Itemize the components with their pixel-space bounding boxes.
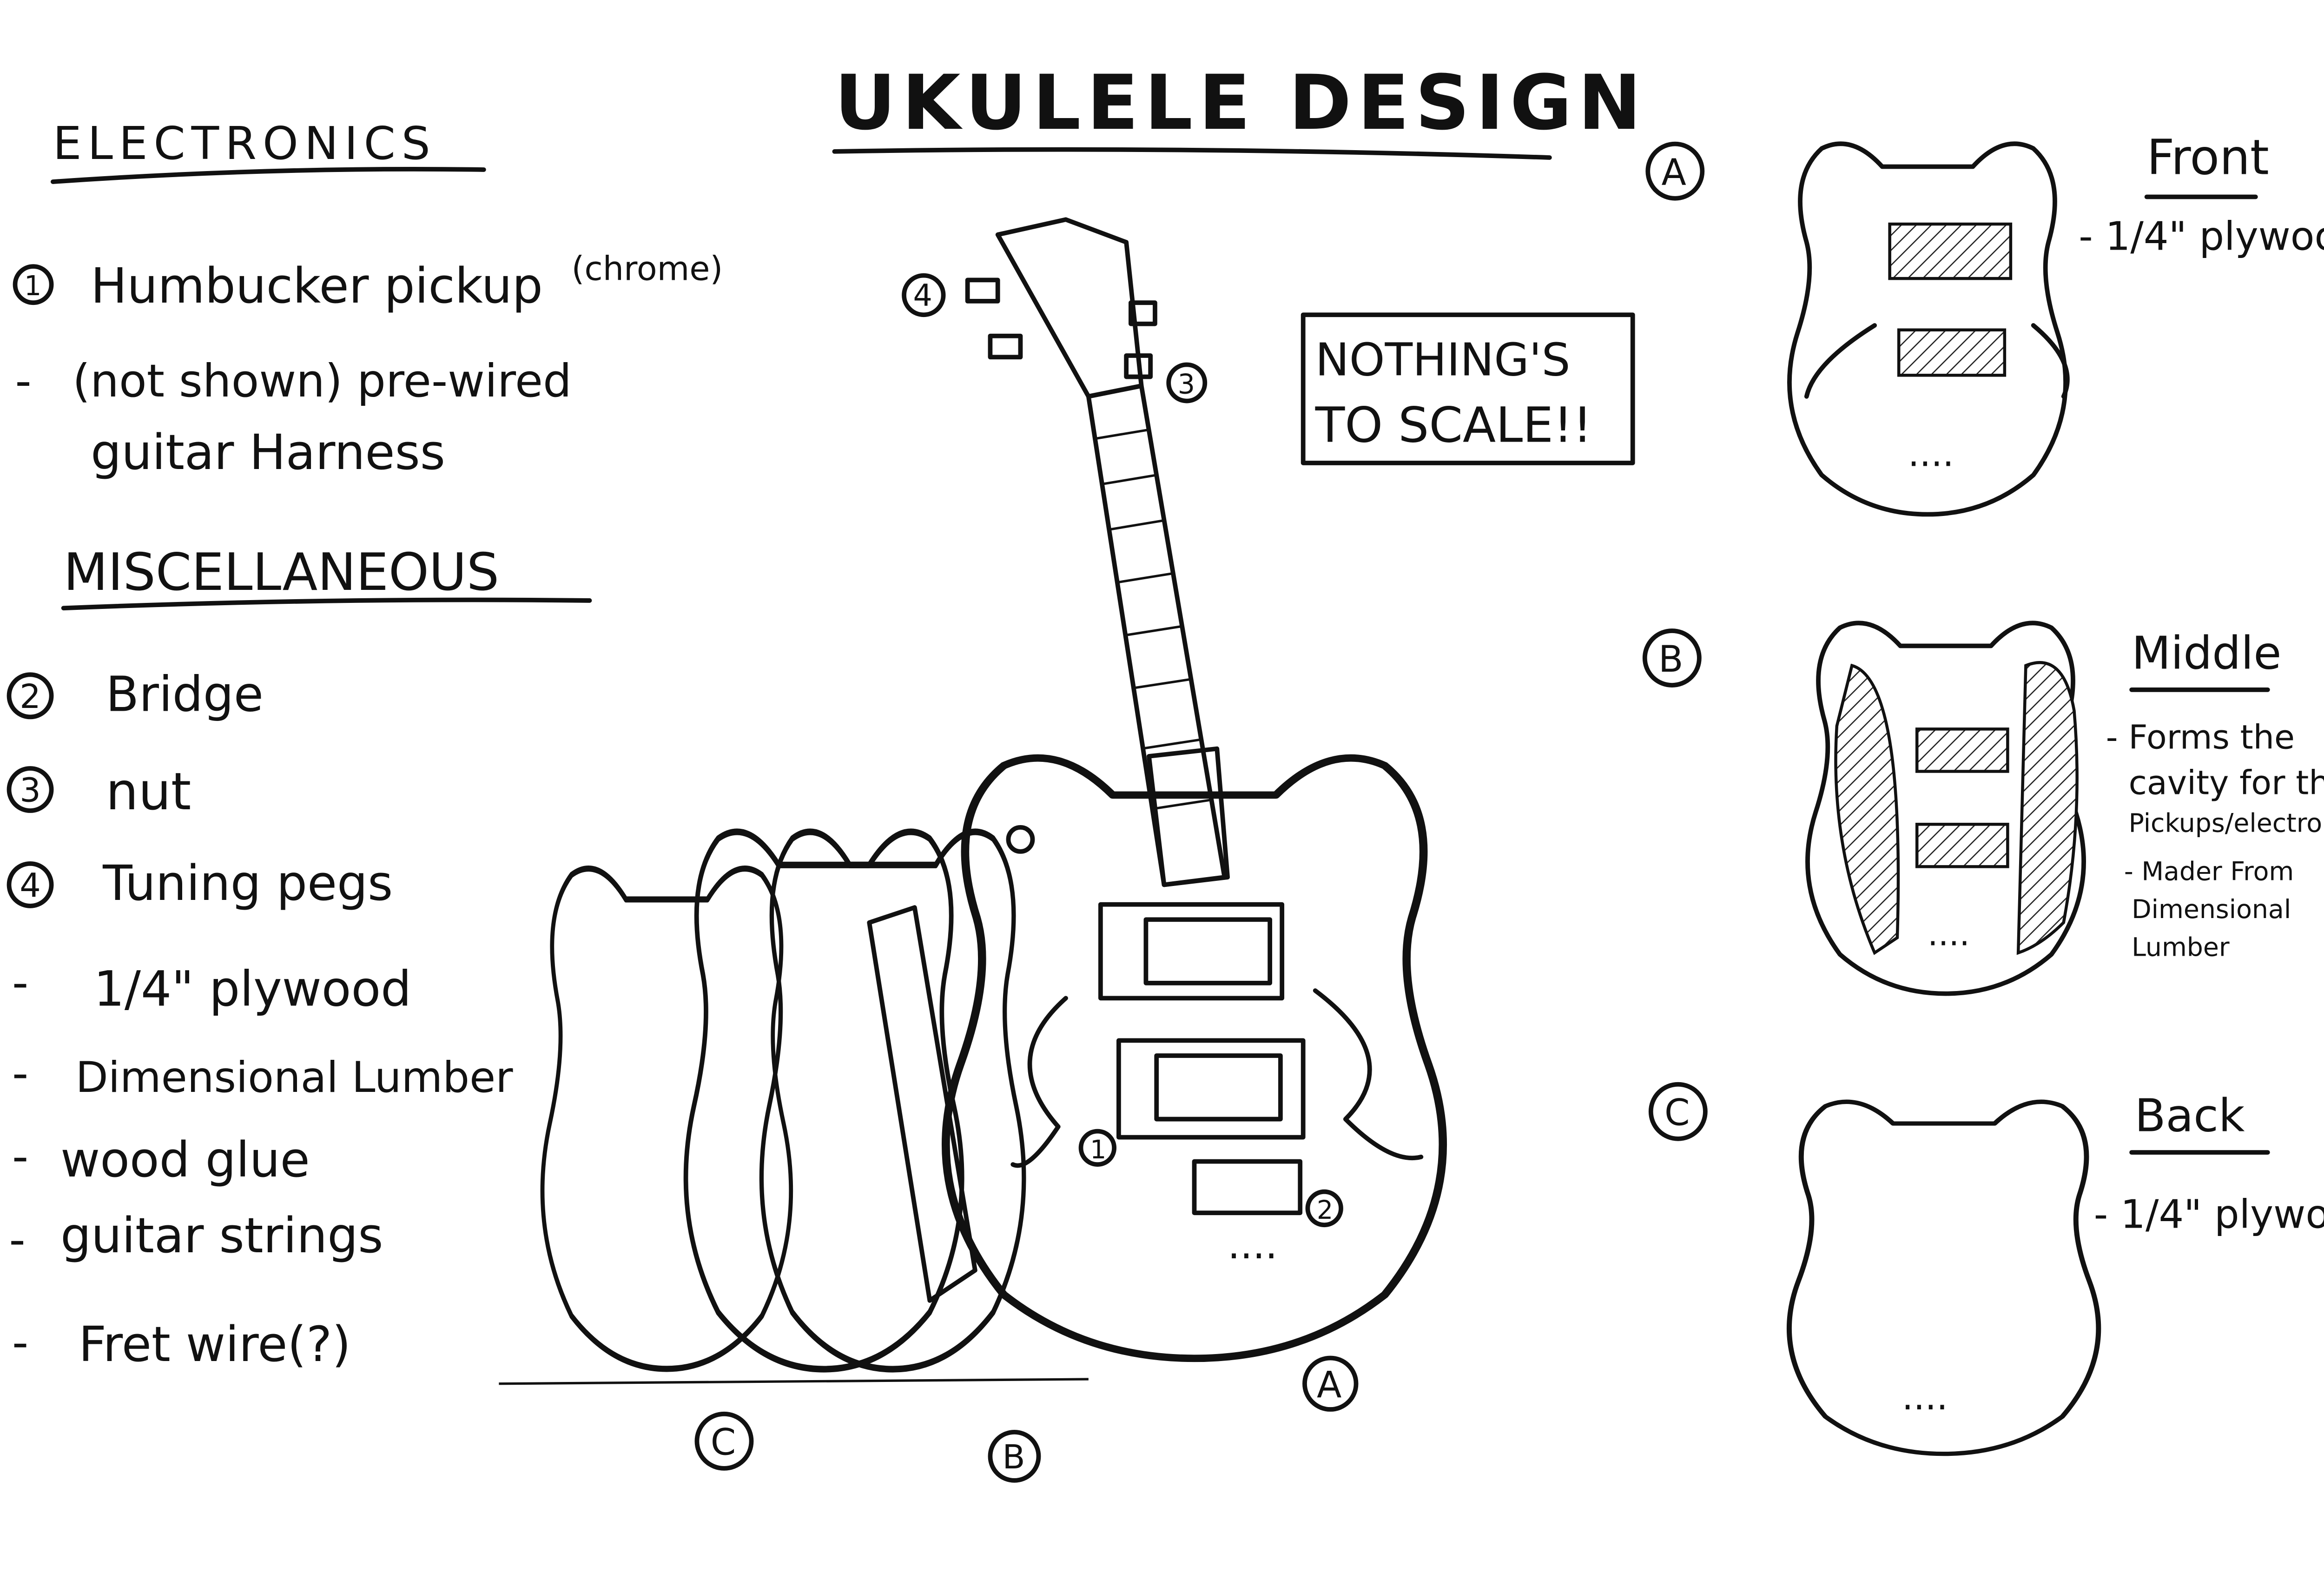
guitar-illustration: .... — [499, 217, 1443, 1385]
item-text: Fret wire(?) — [79, 1316, 351, 1373]
layer-dots: .... — [1928, 915, 1970, 953]
layer-name: Front — [2147, 129, 2269, 186]
callout-markers: 4 3 1 2 A B C — [694, 273, 1359, 1483]
item-marker: - — [15, 355, 32, 408]
layer-note: Dimensional — [2132, 895, 2291, 925]
humbucker-pickup-bridge — [1116, 1038, 1306, 1140]
callout-1: 1 — [1090, 1135, 1106, 1165]
layer-note: - Mader From — [2124, 857, 2294, 887]
item-text: guitar strings — [60, 1207, 383, 1264]
electronics-item: 1 Humbucker pickup (chrome) — [13, 249, 723, 314]
item-text: (not shown) pre-wired — [73, 355, 572, 408]
callout-4: 4 — [913, 278, 932, 313]
layer-note: - 1/4" plywood — [2094, 1192, 2324, 1237]
callout-a: A — [1317, 1364, 1341, 1406]
item-text: wood glue — [60, 1131, 310, 1188]
layer-c-back: C .... Back - 1/4" plywood — [1648, 1082, 2324, 1454]
jack — [1006, 825, 1035, 854]
callout-3: 3 — [1178, 368, 1195, 400]
layer-name: Back — [2135, 1090, 2245, 1143]
layer-c-body — [542, 869, 791, 1369]
item-text: Dimensional Lumber — [76, 1053, 513, 1102]
item-text-line2: guitar Harness — [91, 424, 445, 481]
not-to-scale-box: NOTHING'S TO SCALE!! — [1301, 312, 1635, 465]
electronics-underline — [50, 166, 486, 184]
layer-label: C — [1664, 1092, 1690, 1134]
electronics-item: - (not shown) pre-wired guitar Harness — [15, 355, 572, 481]
item-marker: - — [12, 956, 28, 1009]
item-marker: - — [9, 1213, 26, 1266]
layer-name: Middle — [2132, 627, 2281, 680]
tuning-pegs — [965, 278, 1157, 379]
marker-number: 1 — [24, 270, 41, 302]
item-marker: - — [12, 1316, 28, 1369]
callout-2: 2 — [1317, 1196, 1333, 1225]
headstock — [995, 217, 1144, 399]
marker-circle-2 — [7, 672, 54, 720]
layer-b-body — [686, 832, 962, 1369]
frets — [1094, 428, 1210, 811]
neck-on-body — [1147, 746, 1230, 887]
item-marker: - — [12, 1130, 28, 1183]
layer-dots: .... — [1908, 433, 1954, 475]
item-text: 1/4" plywood — [94, 961, 412, 1018]
item-text: Tuning pegs — [102, 855, 393, 912]
miscellaneous-underline — [61, 597, 592, 611]
item-text: Bridge — [106, 666, 264, 722]
layer-dots: .... — [1902, 1376, 1948, 1418]
f-hole-left — [1010, 996, 1068, 1168]
layer-note: Pickups/electronics — [2129, 809, 2324, 839]
miscellaneous-heading: MISCELLANEOUS — [64, 542, 499, 602]
knob-dots: .... — [1228, 1222, 1278, 1268]
item-marker: - — [12, 1047, 28, 1100]
item-marker: 3 — [20, 771, 41, 810]
f-hole-right — [1313, 988, 1424, 1161]
layer-b-middle: B .... Middle - Forms the cavity for the… — [1642, 623, 2324, 993]
layer-a-front: A .... Front - 1/4" plywood — [1645, 129, 2324, 515]
item-note: (chrome) — [571, 249, 723, 288]
callout-c: C — [711, 1422, 736, 1464]
item-text: nut — [106, 762, 191, 822]
page-title: UKULELE DESIGN — [834, 59, 1647, 147]
middle-block — [867, 905, 977, 1303]
layer-label: B — [1658, 639, 1684, 681]
warning-line2: TO SCALE!! — [1315, 397, 1592, 453]
item-marker: 2 — [20, 677, 41, 716]
layer-note: cavity for the — [2129, 763, 2324, 802]
misc-list: 2 Bridge 3 nut 4 Tuning pegs - 1/4" plyw… — [7, 666, 513, 1373]
title-underline — [832, 147, 1552, 160]
electronics-heading: ELECTRONICS — [53, 117, 436, 170]
humbucker-pickup-neck — [1098, 902, 1285, 1001]
item-text: Humbucker pickup — [91, 258, 543, 314]
bridge — [1192, 1159, 1303, 1216]
layer-label: A — [1662, 152, 1686, 193]
marker-circle-4 — [7, 861, 54, 908]
item-marker: 4 — [20, 866, 41, 905]
layer-note: - 1/4" plywood — [2079, 213, 2324, 259]
layer-note: Lumber — [2132, 932, 2230, 962]
marker-circle-3 — [7, 766, 54, 813]
warning-line1: NOTHING'S — [1315, 333, 1571, 386]
marker-circle-1 — [13, 264, 54, 305]
layer-note: - Forms the — [2106, 718, 2295, 757]
callout-b: B — [1002, 1438, 1025, 1476]
